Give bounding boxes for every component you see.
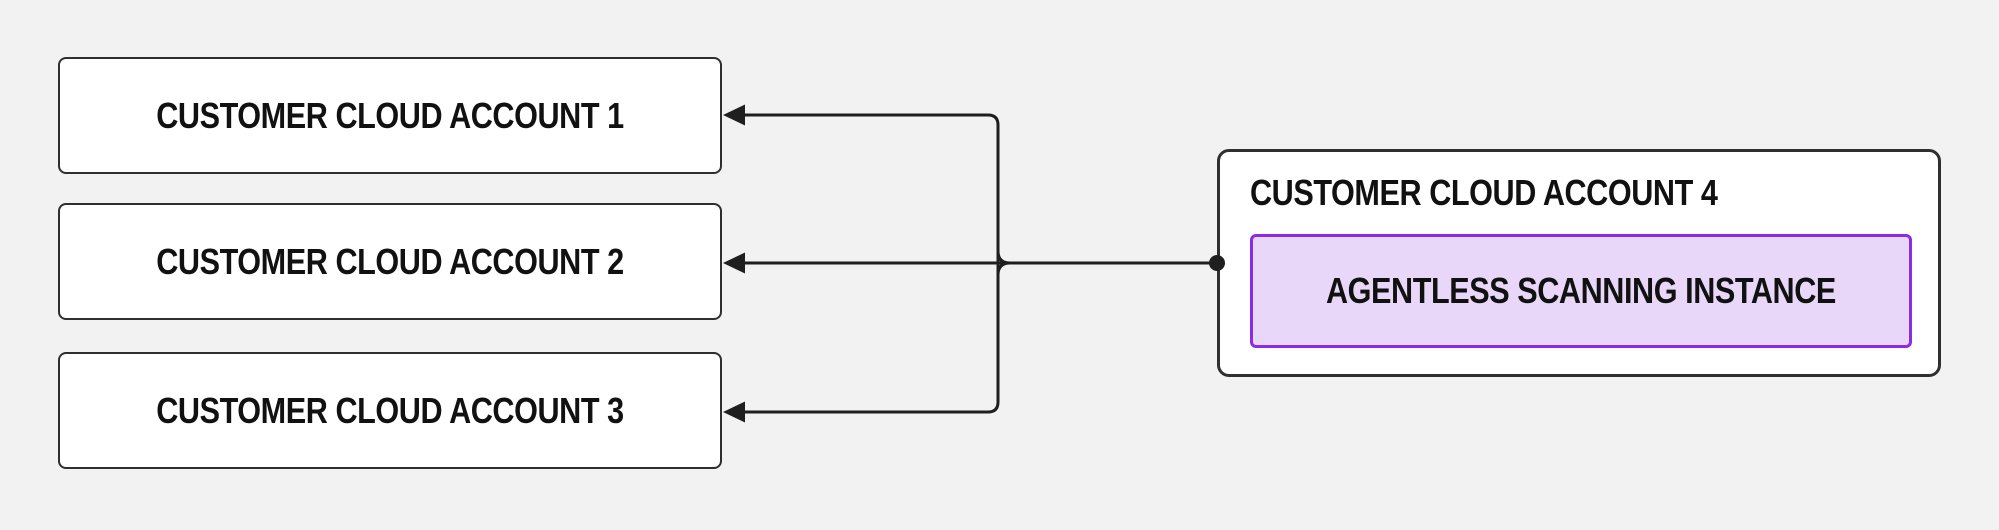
agentless-scanning-instance-box: AGENTLESS SCANNING INSTANCE bbox=[1250, 234, 1912, 348]
account-box-label: CUSTOMER CLOUD ACCOUNT 1 bbox=[156, 94, 624, 136]
connector-join-up bbox=[996, 250, 1011, 265]
customer-cloud-account-1-box: CUSTOMER CLOUD ACCOUNT 1 bbox=[58, 57, 722, 174]
connector-trunk bbox=[740, 113, 1000, 414]
instance-label: AGENTLESS SCANNING INSTANCE bbox=[1326, 270, 1836, 311]
scanner-box-title: CUSTOMER CLOUD ACCOUNT 4 bbox=[1250, 172, 1718, 213]
scanner-box-title-row: CUSTOMER CLOUD ACCOUNT 4 bbox=[1250, 152, 1800, 234]
arrowhead-icon-account-1 bbox=[723, 104, 745, 126]
customer-cloud-account-4-box: CUSTOMER CLOUD ACCOUNT 4 AGENTLESS SCANN… bbox=[1217, 149, 1941, 377]
account-box-label: CUSTOMER CLOUD ACCOUNT 3 bbox=[156, 389, 624, 431]
connector-join-down bbox=[996, 261, 1011, 276]
customer-cloud-account-3-box: CUSTOMER CLOUD ACCOUNT 3 bbox=[58, 352, 722, 469]
account-box-label: CUSTOMER CLOUD ACCOUNT 2 bbox=[156, 240, 624, 282]
customer-cloud-account-2-box: CUSTOMER CLOUD ACCOUNT 2 bbox=[58, 203, 722, 320]
arrowhead-icon-account-3 bbox=[723, 401, 745, 423]
arrowhead-icon-account-2 bbox=[723, 252, 745, 274]
